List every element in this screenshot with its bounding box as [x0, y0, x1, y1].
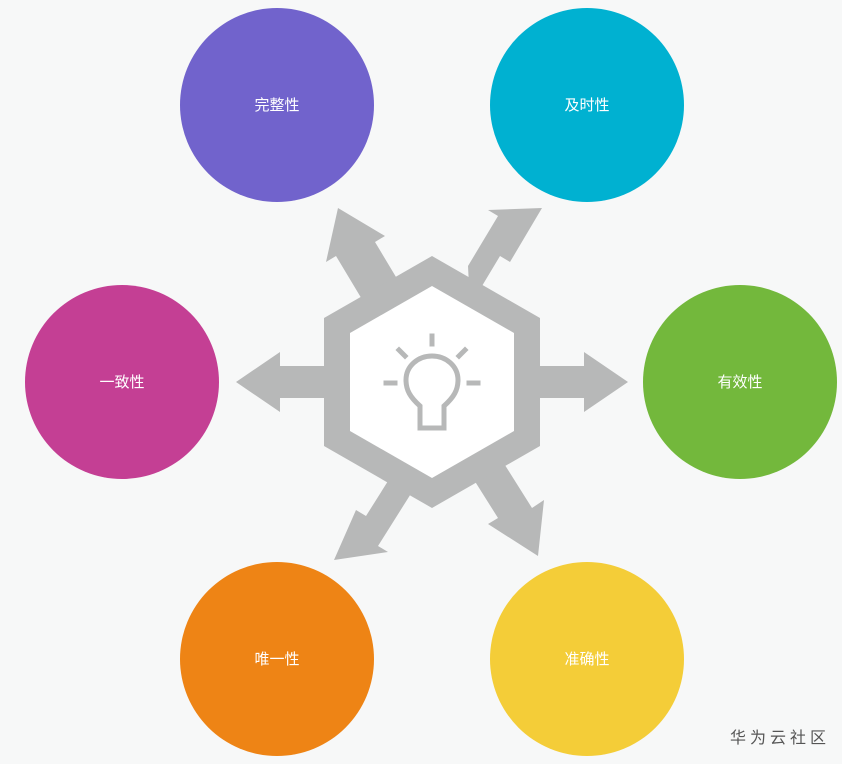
node-label: 完整性 — [254, 96, 299, 114]
node-circle — [25, 285, 219, 479]
arrow-up-right — [468, 208, 542, 306]
node-label: 准确性 — [564, 650, 609, 668]
node-completeness: 完整性 — [180, 8, 374, 202]
node-timeliness: 及时性 — [490, 8, 684, 202]
arrow-left — [236, 352, 330, 412]
node-circle — [180, 8, 374, 202]
arrow-right — [530, 352, 628, 412]
node-circle — [490, 8, 684, 202]
arrow-up-left — [326, 208, 405, 306]
watermark: 华为云社区 — [729, 728, 830, 747]
hub-face — [350, 286, 514, 478]
node-uniqueness: 唯一性 — [180, 562, 374, 756]
node-circle — [490, 562, 684, 756]
node-label: 及时性 — [564, 96, 609, 114]
node-circle — [180, 562, 374, 756]
node-circle — [643, 285, 837, 479]
arrow-down-left — [334, 462, 412, 560]
node-label: 唯一性 — [254, 650, 299, 668]
lightbulb-icon — [383, 333, 481, 431]
node-label: 有效性 — [717, 373, 762, 391]
node-label: 一致性 — [99, 373, 144, 391]
node-validity: 有效性 — [643, 285, 837, 479]
hub-hexagon — [324, 256, 540, 508]
node-consistency: 一致性 — [25, 285, 219, 479]
hub-arrows — [236, 208, 628, 560]
arrow-down-right — [464, 454, 544, 556]
node-accuracy: 准确性 — [490, 562, 684, 756]
